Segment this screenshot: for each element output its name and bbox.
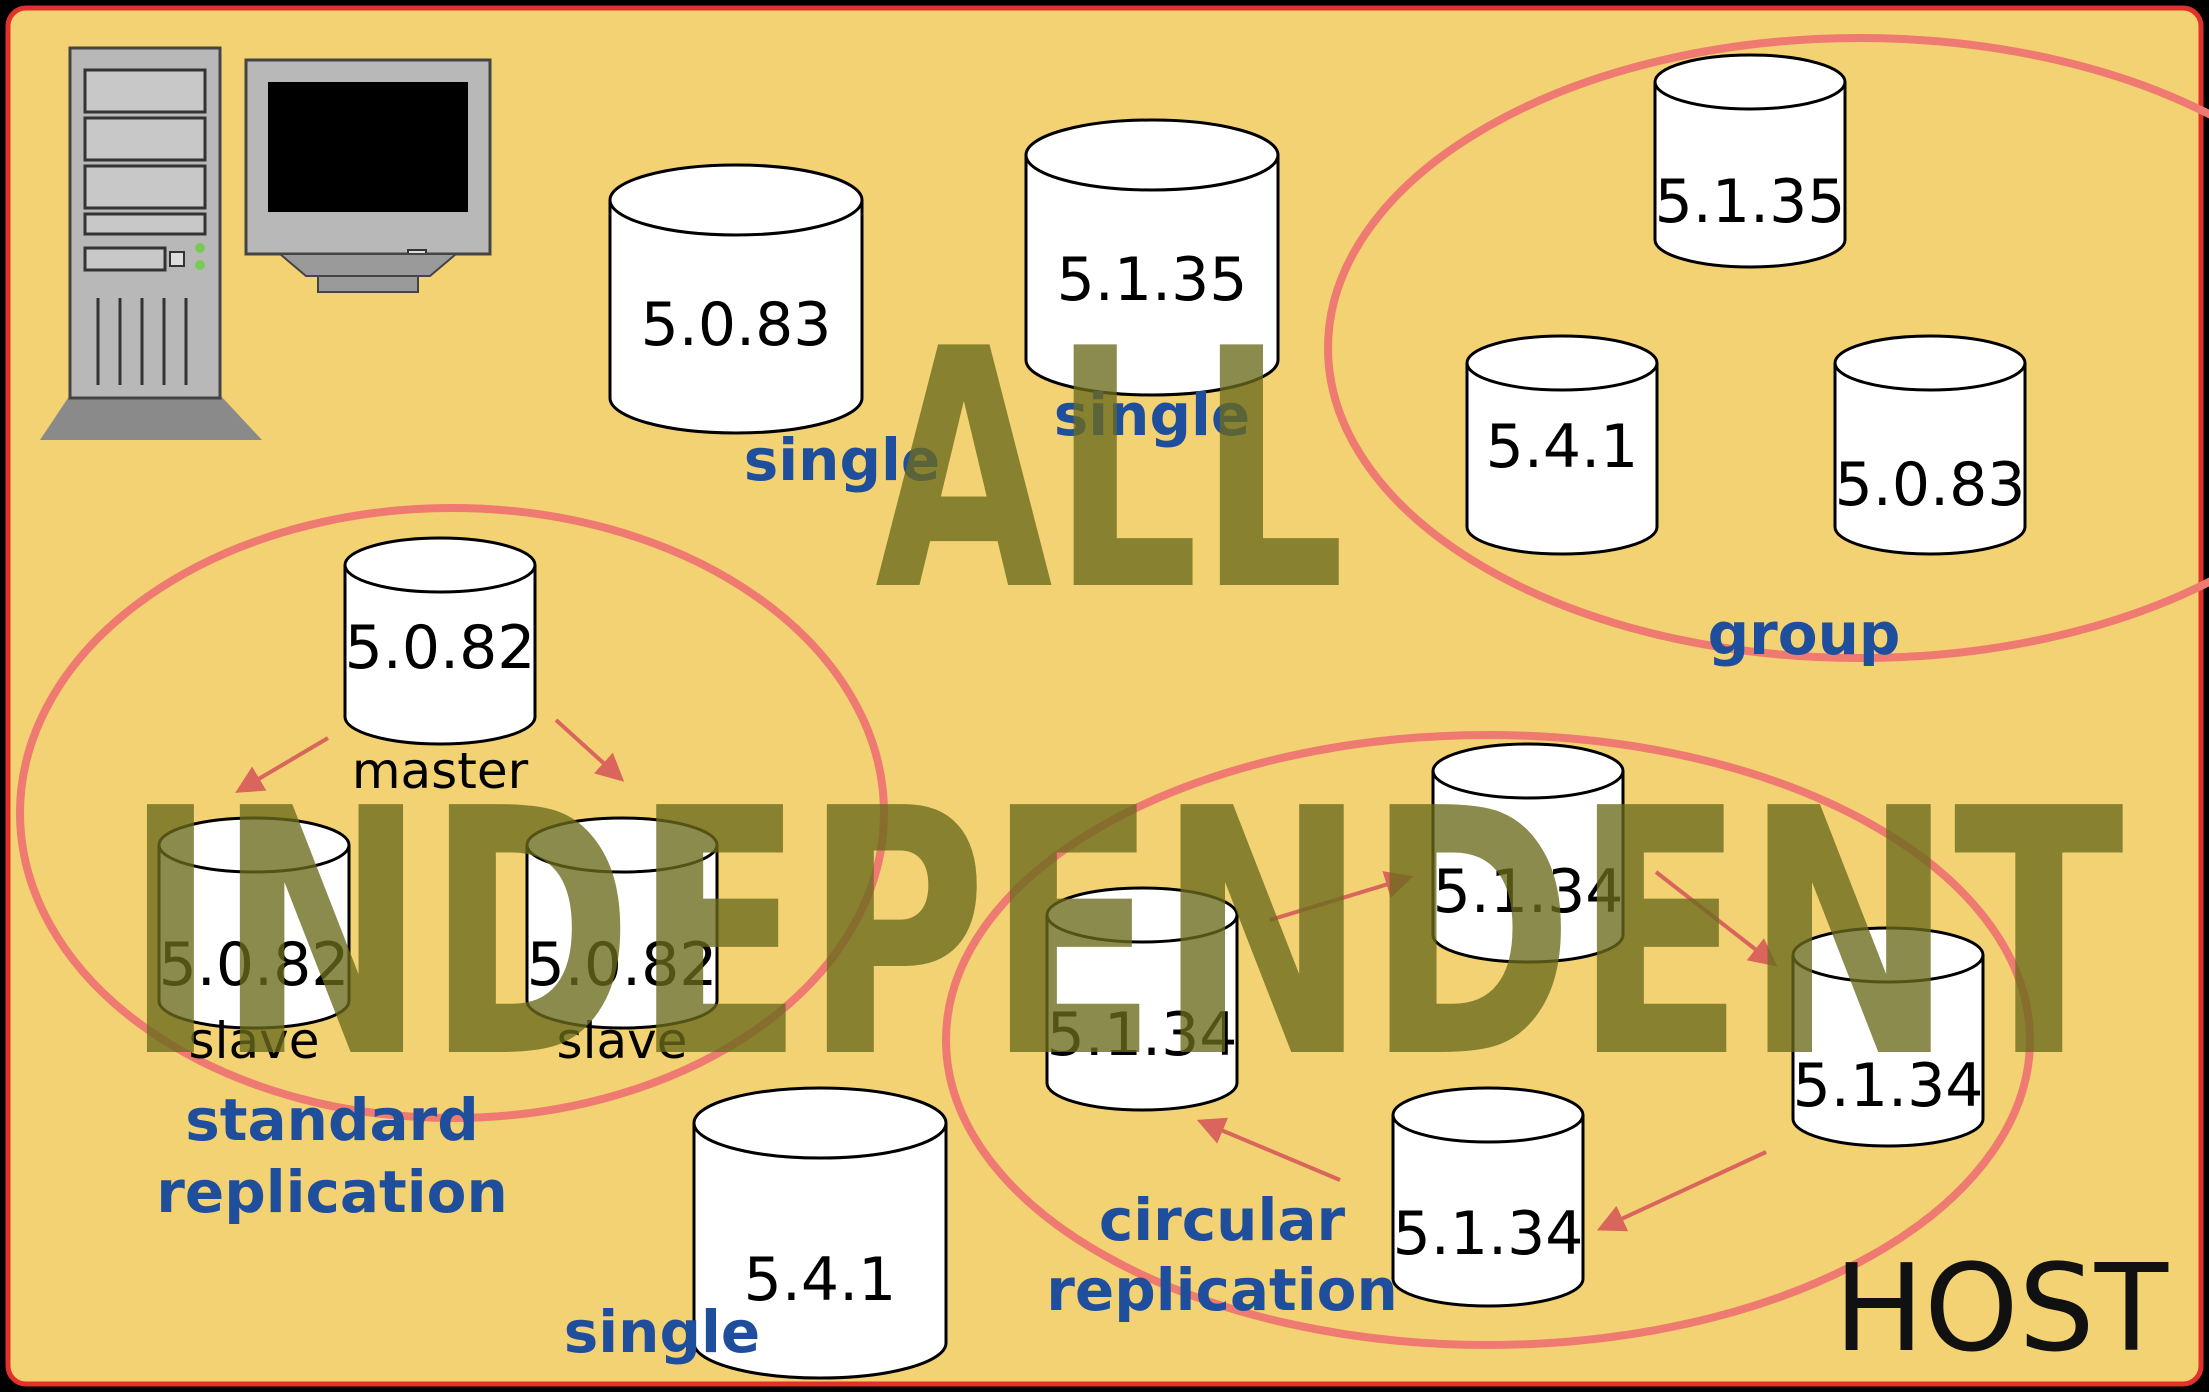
db-version-label: 5.1.35	[1655, 167, 1846, 237]
db-master-5-0-82: 5.0.82 master	[343, 536, 537, 800]
db-role-label: master	[352, 742, 529, 800]
circular-replication-label-line1: circular	[1099, 1186, 1346, 1254]
server-tower-icon	[40, 46, 262, 440]
cylinder-body	[692, 1123, 948, 1380]
group-ellipse	[1324, 34, 2209, 662]
host-label: HOST	[1834, 1240, 2169, 1379]
db-role-label: slave	[557, 1012, 688, 1070]
db-version-label: 5.4.1	[744, 1245, 897, 1315]
db-circular-left-5-1-34: 5.1.34	[1045, 886, 1239, 1112]
db-slave-2-5-0-82: 5.0.82 slave	[525, 816, 719, 1070]
db-version-label: 5.1.34	[1433, 857, 1624, 927]
cylinder-cap	[1045, 886, 1239, 944]
db-circular-bottom-5-1-34: 5.1.34	[1391, 1086, 1585, 1308]
standard-replication-label-line1: standard	[185, 1086, 478, 1154]
db-version-label: 5.0.82	[345, 613, 536, 683]
db-group-5-0-83: 5.0.83	[1833, 334, 2027, 556]
cylinder-cap	[343, 536, 537, 594]
db-version-label: 5.4.1	[1486, 412, 1639, 482]
cylinder-body	[1833, 363, 2027, 556]
cylinder-body	[1653, 82, 1847, 269]
circular-replication-ellipse	[942, 731, 2034, 1349]
single-label-2: single	[1054, 381, 1250, 449]
circular-replication-label-line2: replication	[1046, 1256, 1397, 1324]
overlay-text-all: ALL	[875, 279, 1345, 663]
group-label: group	[1708, 600, 1901, 668]
cylinder-cap	[1791, 926, 1985, 984]
db-version-label: 5.0.83	[1835, 450, 2026, 520]
db-version-label: 5.1.34	[1393, 1199, 1584, 1269]
cylinder-body	[157, 845, 351, 1030]
cylinder-body	[1391, 1115, 1585, 1308]
db-group-5-1-35: 5.1.35	[1653, 53, 1847, 269]
cylinder-cap	[1024, 118, 1280, 192]
db-version-label: 5.0.82	[159, 930, 350, 1000]
standard-replication-label-line2: replication	[156, 1158, 507, 1226]
cylinder-body	[608, 200, 864, 435]
db-single-5-4-1: 5.4.1	[692, 1086, 948, 1380]
single-label-1: single	[744, 426, 940, 494]
db-version-label: 5.0.83	[641, 290, 832, 360]
db-version-label: 5.1.35	[1057, 245, 1248, 315]
overlay-text-independent: INDEPENDENT	[124, 737, 2125, 1133]
cylinder-cap	[1653, 53, 1847, 111]
cylinder-body	[1045, 915, 1239, 1112]
standard-replication-ellipse	[16, 504, 888, 1122]
cylinder-body	[525, 845, 719, 1030]
db-role-label: slave	[189, 1012, 320, 1070]
db-single-5-0-83: 5.0.83	[608, 163, 864, 435]
cylinder-body	[1431, 771, 1625, 964]
db-single-5-1-35: 5.1.35	[1024, 118, 1280, 397]
cylinder-cap	[1833, 334, 2027, 392]
db-slave-1-5-0-82: 5.0.82 slave	[157, 816, 351, 1070]
crt-monitor-icon	[244, 58, 492, 293]
cylinder-cap	[1431, 742, 1625, 800]
db-group-5-4-1: 5.4.1	[1465, 334, 1659, 556]
cylinder-cap	[608, 163, 864, 237]
cylinder-cap	[1465, 334, 1659, 392]
replication-arrows	[235, 718, 1778, 1232]
db-circular-right-5-1-34: 5.1.34	[1791, 926, 1985, 1148]
db-version-label: 5.1.34	[1047, 1000, 1238, 1070]
cylinder-cap	[1391, 1086, 1585, 1144]
cylinder-body	[1024, 155, 1280, 397]
host-panel	[5, 5, 2204, 1387]
db-version-label: 5.1.34	[1793, 1051, 1984, 1121]
cylinder-body	[1791, 955, 1985, 1148]
cylinder-cap	[525, 816, 719, 874]
single-label-3: single	[564, 1298, 760, 1366]
cylinder-body	[343, 565, 537, 746]
cylinder-body	[1465, 363, 1659, 556]
cylinder-cap	[692, 1086, 948, 1160]
db-version-label: 5.0.82	[527, 930, 718, 1000]
db-circular-top-5-1-34: 5.1.34	[1431, 742, 1625, 964]
cylinder-cap	[157, 816, 351, 874]
